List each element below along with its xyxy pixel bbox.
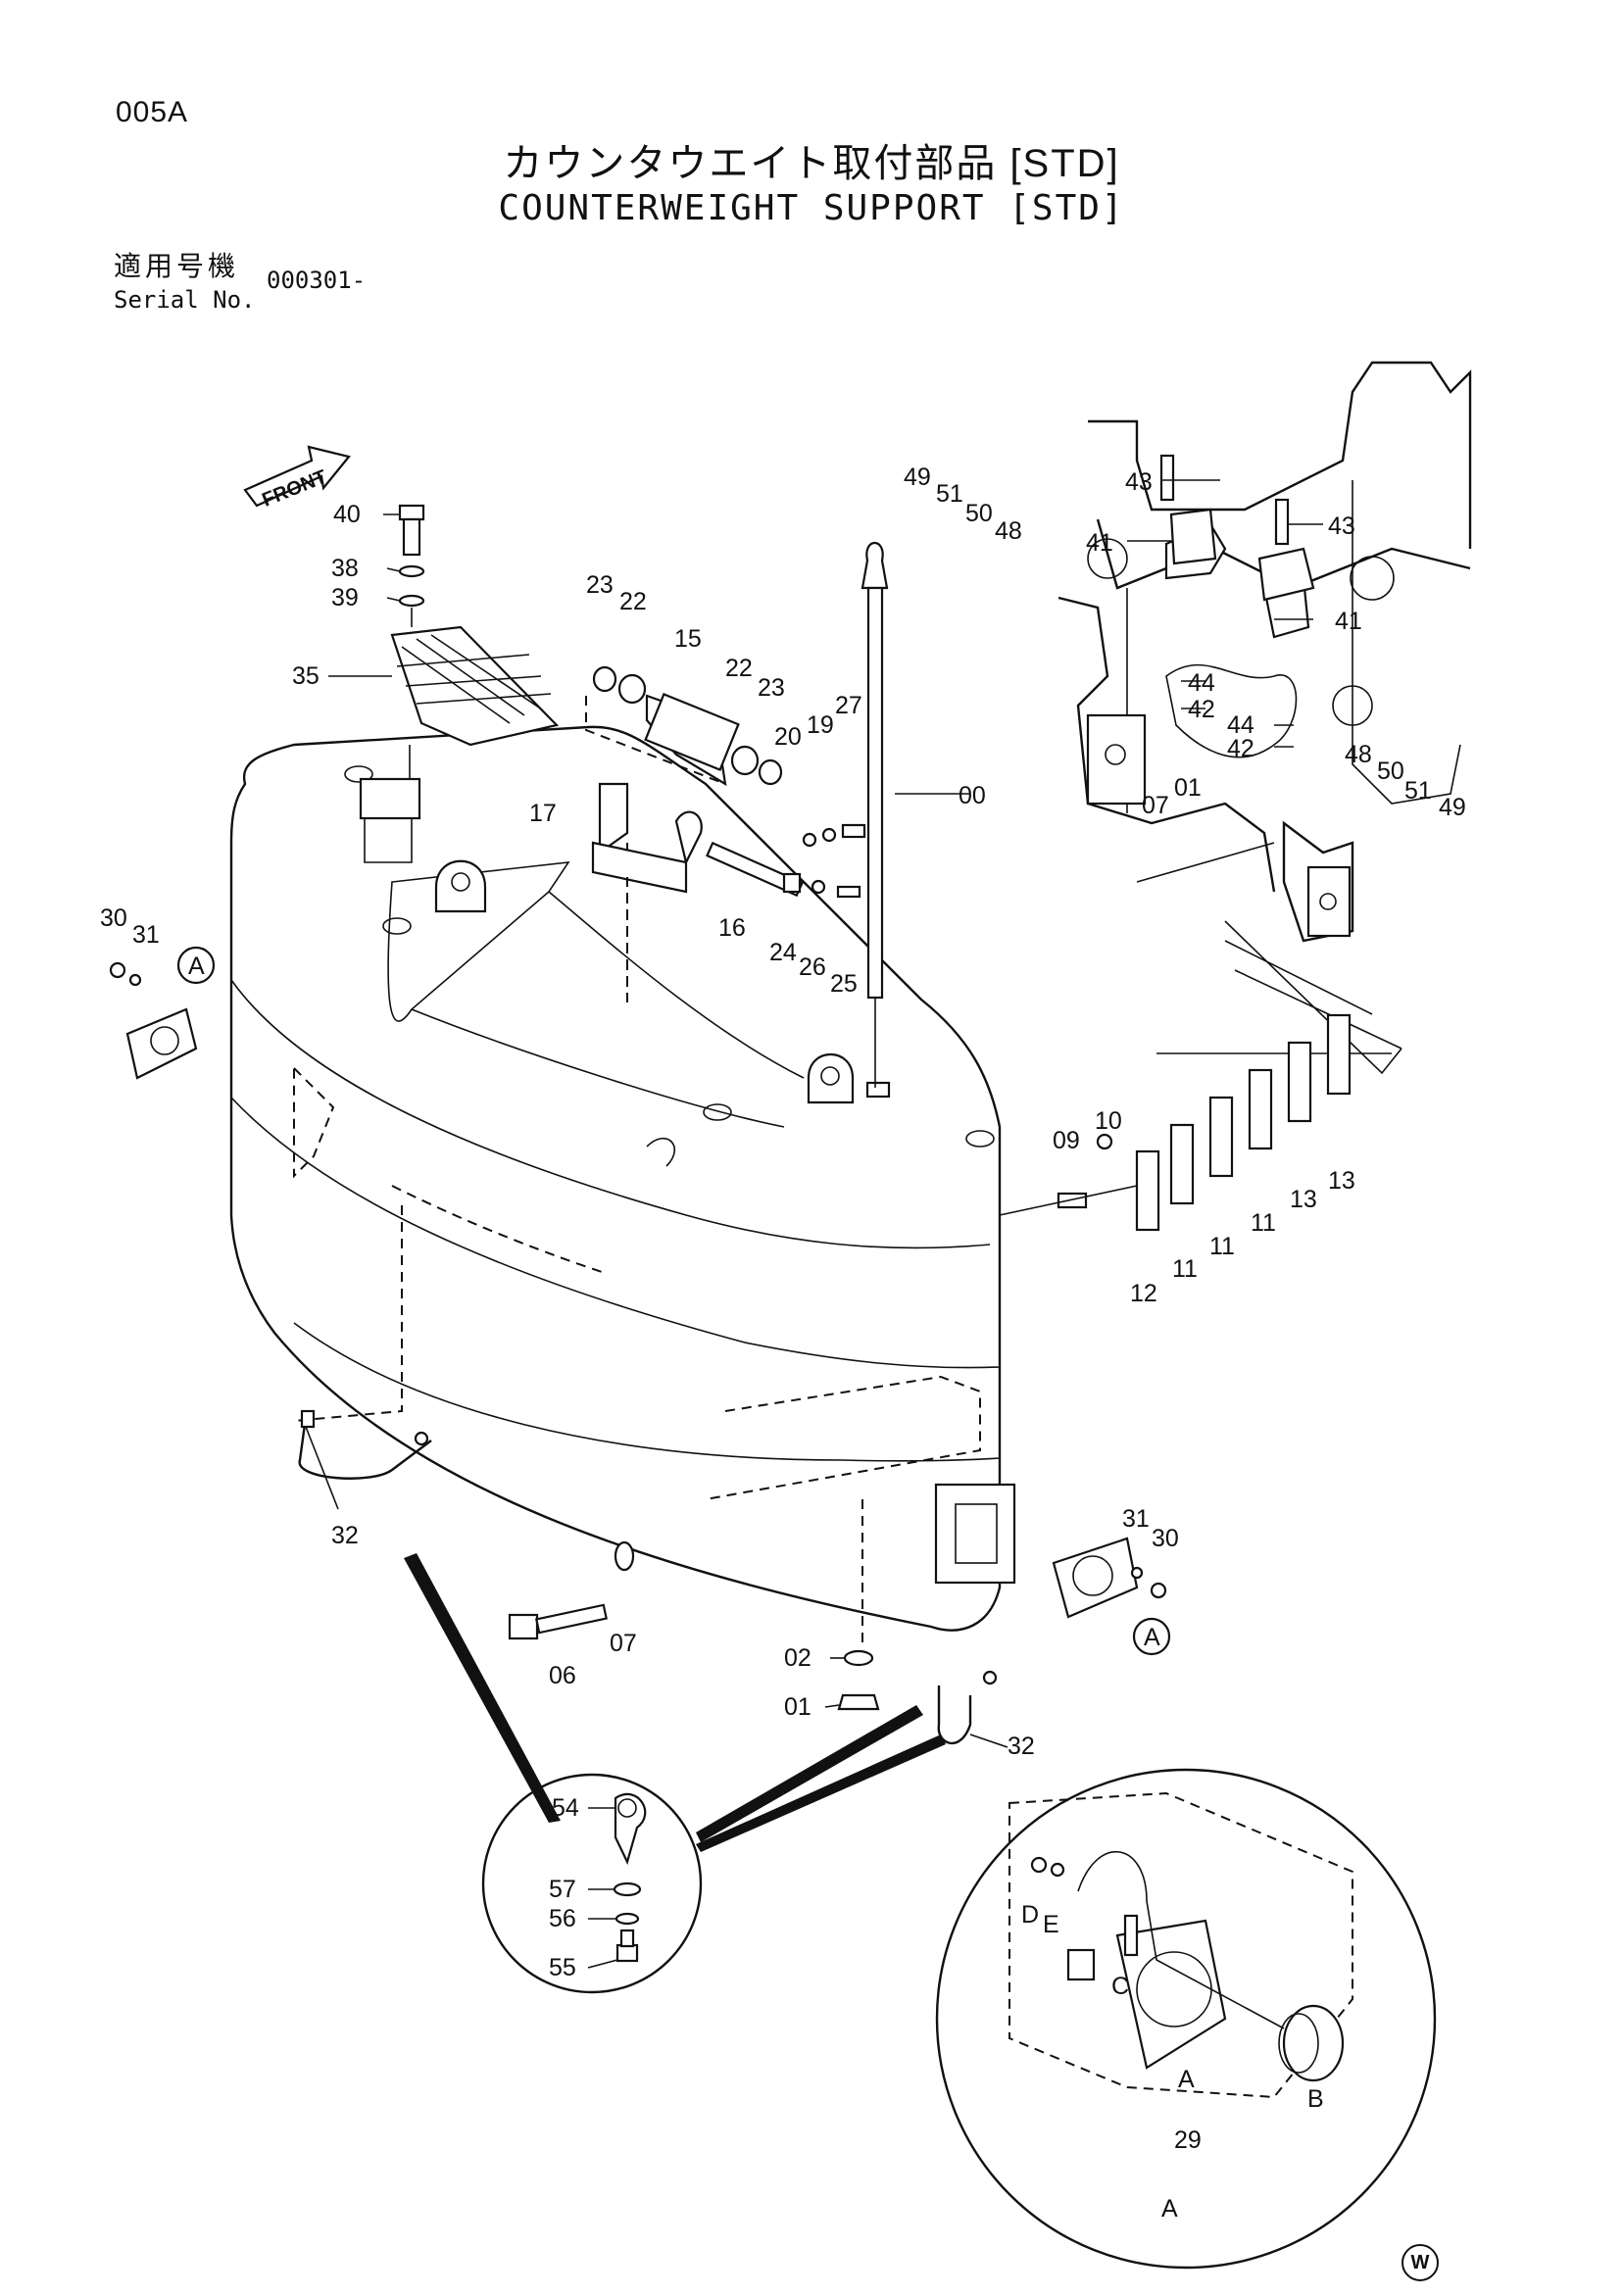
label-56: 56 [549, 1905, 576, 1932]
label-54: 54 [552, 1794, 579, 1822]
label-48b: 48 [1345, 741, 1372, 768]
label-27: 27 [835, 692, 862, 719]
page-code: 005A [116, 96, 189, 128]
serial-label-english: Serial No. [114, 286, 256, 314]
label-43b: 43 [1328, 513, 1355, 540]
bracket-bolts [1159, 454, 1315, 602]
label-17: 17 [529, 800, 557, 827]
part-number-labels: 40 38 39 35 23 22 15 22 23 20 19 27 00 1… [100, 464, 1466, 2223]
bolt-06 [508, 1540, 635, 1640]
label-49b: 49 [1439, 794, 1466, 821]
label-07b: 07 [610, 1630, 637, 1657]
label-39: 39 [331, 584, 359, 611]
nut-and-washer [837, 1649, 880, 1711]
callout-a-left-label: A [188, 953, 205, 980]
harness-left [298, 1409, 432, 1480]
label-20: 20 [774, 723, 802, 751]
label-07a: 07 [1142, 792, 1169, 819]
label-10: 10 [1095, 1107, 1122, 1135]
label-16: 16 [718, 914, 746, 942]
label-22b: 22 [725, 655, 753, 682]
label-30a: 30 [100, 904, 127, 932]
pin-assembly [585, 665, 866, 1000]
detail-circle-sensor [935, 1768, 1437, 2270]
label-C: C [1111, 1973, 1129, 2000]
label-43a: 43 [1125, 468, 1153, 496]
label-12: 12 [1130, 1280, 1157, 1307]
label-50a: 50 [965, 500, 993, 527]
label-32b: 32 [1008, 1733, 1035, 1760]
label-11c: 11 [1251, 1209, 1276, 1237]
label-55: 55 [549, 1954, 576, 1981]
label-32a: 32 [331, 1522, 359, 1549]
detail-circle-clamp [404, 1553, 946, 1994]
label-26: 26 [799, 953, 826, 981]
label-06: 06 [549, 1662, 576, 1689]
label-51a: 51 [936, 480, 963, 508]
label-A2: A [1161, 2195, 1178, 2223]
serial-number-value: 000301- [267, 267, 367, 294]
label-15: 15 [674, 625, 702, 653]
label-42a: 42 [1188, 696, 1215, 723]
machine-frame [1057, 361, 1472, 1075]
lifting-rod [861, 542, 889, 1088]
connector-detail-a-right [1052, 1537, 1167, 1619]
label-E: E [1043, 1911, 1059, 1938]
label-09: 09 [1053, 1127, 1080, 1154]
label-51b: 51 [1404, 777, 1432, 805]
label-41a: 41 [1086, 529, 1113, 557]
callout-a-right-label: A [1144, 1624, 1160, 1651]
callout-a-left: A [176, 946, 216, 985]
label-49a: 49 [904, 464, 931, 491]
label-42b: 42 [1227, 735, 1254, 762]
page-title-japanese: カウンタウエイト取付部品 [STD] [503, 142, 1120, 185]
callout-a-right: A [1132, 1617, 1171, 1656]
label-01b: 01 [784, 1693, 812, 1721]
label-38: 38 [331, 555, 359, 582]
label-B: B [1307, 2085, 1324, 2113]
page-title-english: COUNTERWEIGHT SUPPORT [STD] [498, 188, 1125, 228]
label-00: 00 [959, 782, 986, 809]
leader-lines [305, 479, 1323, 1969]
label-31b: 31 [1122, 1505, 1150, 1533]
label-29: 29 [1174, 2126, 1202, 2154]
label-41b: 41 [1335, 608, 1362, 635]
label-11a: 11 [1172, 1255, 1198, 1283]
counterweight-body [229, 725, 1016, 1646]
label-02: 02 [784, 1644, 812, 1672]
connector-detail-a-left [109, 961, 198, 1080]
label-35: 35 [292, 662, 320, 690]
label-25: 25 [830, 970, 858, 998]
serial-label-japanese: 適用号機 [114, 251, 240, 281]
label-48a: 48 [995, 517, 1022, 545]
label-D: D [1021, 1901, 1039, 1929]
label-19: 19 [807, 711, 834, 739]
label-A: A [1178, 2066, 1195, 2093]
label-22a: 22 [619, 588, 647, 615]
label-44b: 44 [1227, 711, 1254, 739]
label-24: 24 [769, 939, 797, 966]
label-44a: 44 [1188, 669, 1215, 697]
step-assembly [359, 504, 560, 820]
label-13a: 13 [1290, 1186, 1317, 1213]
label-23b: 23 [758, 674, 785, 702]
label-40: 40 [333, 501, 361, 528]
shim-stack [999, 940, 1373, 1232]
harness-right [937, 1670, 998, 1745]
label-50b: 50 [1377, 757, 1404, 785]
label-23a: 23 [586, 571, 614, 599]
watermark-mark: W [1402, 2244, 1439, 2281]
label-13b: 13 [1328, 1167, 1355, 1195]
label-11b: 11 [1209, 1233, 1235, 1260]
label-57: 57 [549, 1876, 576, 1903]
label-31a: 31 [132, 921, 160, 949]
label-30b: 30 [1152, 1525, 1179, 1552]
label-01a: 01 [1174, 774, 1202, 802]
